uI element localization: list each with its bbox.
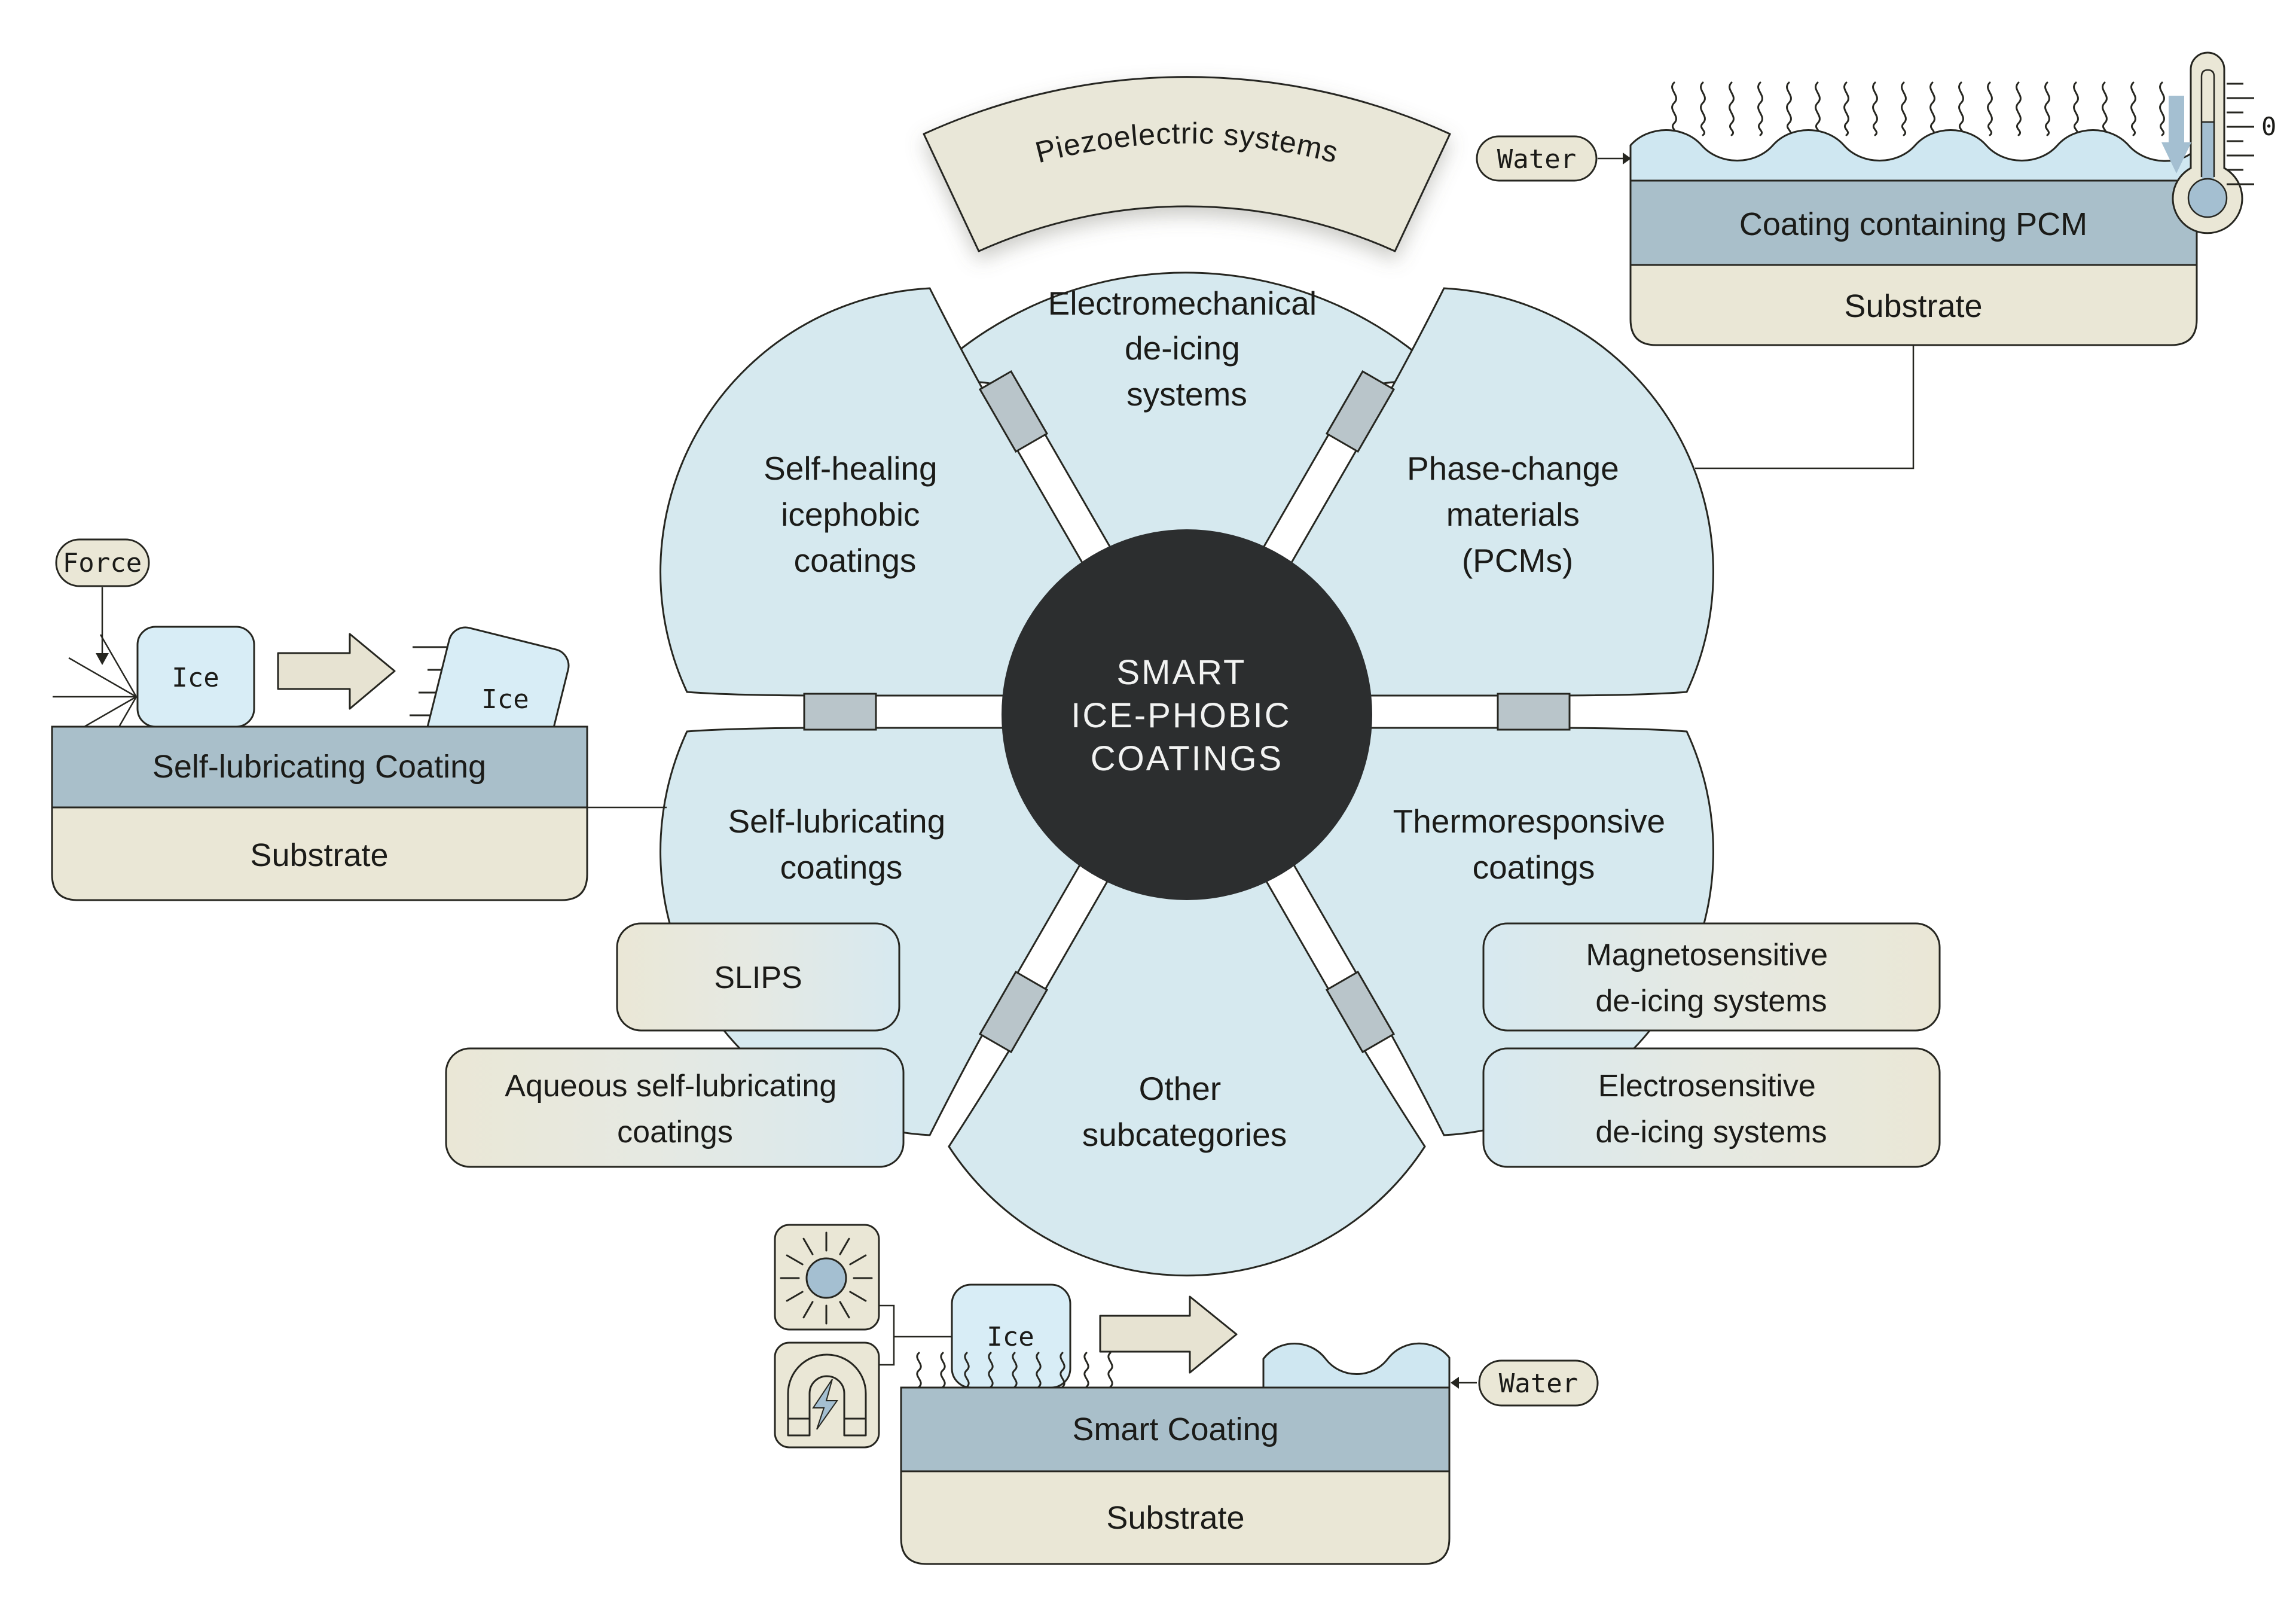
magnetosensitive-box	[1482, 922, 1941, 1032]
aqueous-label: Aqueous self-lubricating coatings	[505, 1069, 845, 1150]
spoke-right	[1497, 693, 1571, 731]
center-hub	[1002, 529, 1372, 900]
pcm-coating-label: Coating containing PCM	[1739, 206, 2087, 242]
slips-label: SLIPS	[714, 961, 802, 995]
magnet-card	[774, 1341, 880, 1449]
thermometer-icon: 0	[2161, 51, 2276, 234]
force-demo-substrate-label: Substrate	[250, 837, 388, 873]
force-down-arrow-icon	[96, 587, 109, 665]
petal-label-self-healing: Self-healing icephobic coatings	[764, 450, 947, 579]
smart-coating-layer	[900, 1386, 1451, 1472]
pcm-water-layer	[1629, 129, 2198, 182]
magnetosensitive-label: Magnetosensitive de-icing systems	[1586, 938, 1836, 1019]
piezoelectric-banner: Piezoelectric systems	[923, 76, 1451, 252]
smart-demo-ice-label: Ice	[987, 1322, 1034, 1352]
petal-label-pcm: Phase-change materials (PCMs)	[1407, 450, 1628, 579]
water-left-arrow-icon	[1451, 1377, 1477, 1389]
spoke-upper-right	[1325, 370, 1396, 453]
thermometer-mercury	[2202, 122, 2214, 189]
flower: Electromechanical de-icing systems Self-…	[445, 76, 1941, 1277]
sun-card	[774, 1224, 880, 1331]
spoke-left	[803, 693, 877, 731]
force-demo: Force Ice Ice Self-lubricating Coating	[51, 538, 667, 901]
ice-block-shed-label: Ice	[481, 684, 529, 715]
petal-pcm	[1244, 287, 1714, 697]
smart-demo: Ice Smart Coating Substrate Water	[774, 1224, 1599, 1565]
pcm-demo: Coating containing PCM Substrate Water 0	[1476, 51, 2276, 469]
pcm-substrate-label: Substrate	[1844, 288, 1982, 324]
pcm-demo-connector	[1695, 345, 1915, 469]
water-arrow-icon	[1598, 153, 1631, 164]
heat-squiggles-top	[1671, 81, 2165, 136]
petal-label-thermoresponsive: Thermoresponsive coatings	[1393, 803, 1675, 886]
temperature-down-arrow-icon	[2161, 96, 2191, 173]
water-pill-label: Water	[1497, 144, 1576, 175]
force-demo-substrate-layer	[51, 806, 588, 901]
melt-arrow-icon	[1099, 1295, 1238, 1374]
force-pill-label: Force	[63, 548, 142, 578]
aqueous-box	[445, 1047, 905, 1168]
electrosensitive-label: Electrosensitive de-icing systems	[1595, 1069, 1827, 1150]
sun-icon	[780, 1231, 873, 1325]
thermometer-scale	[2227, 83, 2254, 185]
spoke-lower-left	[978, 970, 1049, 1054]
petal-label-other: Other subcategories	[1082, 1070, 1287, 1153]
thermometer-bulb	[2187, 178, 2228, 218]
smart-coating-label: Smart Coating	[1072, 1411, 1278, 1447]
petal-label-self-lubricating: Self-lubricating coatings	[728, 803, 954, 886]
electrosensitive-box	[1482, 1047, 1941, 1168]
self-lubricating-coating-layer	[51, 725, 588, 809]
smart-demo-water-pill	[1478, 1359, 1599, 1407]
water-pill	[1476, 135, 1598, 182]
stimuli-bracket	[879, 1304, 952, 1366]
magnet-icon	[787, 1353, 867, 1437]
smart-demo-water-label: Water	[1499, 1368, 1578, 1399]
spoke-upper-left	[978, 370, 1049, 453]
petal-other	[948, 796, 1426, 1277]
smart-demo-substrate-label: Substrate	[1106, 1500, 1244, 1536]
self-lubricating-coating-label: Self-lubricating Coating	[152, 749, 486, 785]
ice-block-attached-label: Ice	[172, 663, 219, 693]
smart-demo-substrate-layer	[900, 1470, 1451, 1565]
spoke-connectors	[803, 370, 1571, 1054]
spoke-lower-right	[1325, 970, 1396, 1054]
petal-self-healing	[660, 287, 1129, 697]
center-hub-title: SMART ICE-PHOBIC COATINGS	[1071, 653, 1303, 778]
shed-arrow-icon	[277, 633, 396, 710]
lightning-bolt-icon	[812, 1379, 838, 1430]
force-pill	[55, 538, 150, 587]
pcm-substrate-layer	[1629, 264, 2198, 346]
sub-labels: SLIPS Aqueous self-lubricating coatings …	[445, 922, 1941, 1168]
thermometer-zero-label: 0	[2261, 112, 2276, 141]
petal-label-electromechanical: Electromechanical de-icing systems	[1048, 285, 1326, 413]
smart-demo-water	[1262, 1342, 1451, 1389]
slips-box	[616, 922, 900, 1032]
